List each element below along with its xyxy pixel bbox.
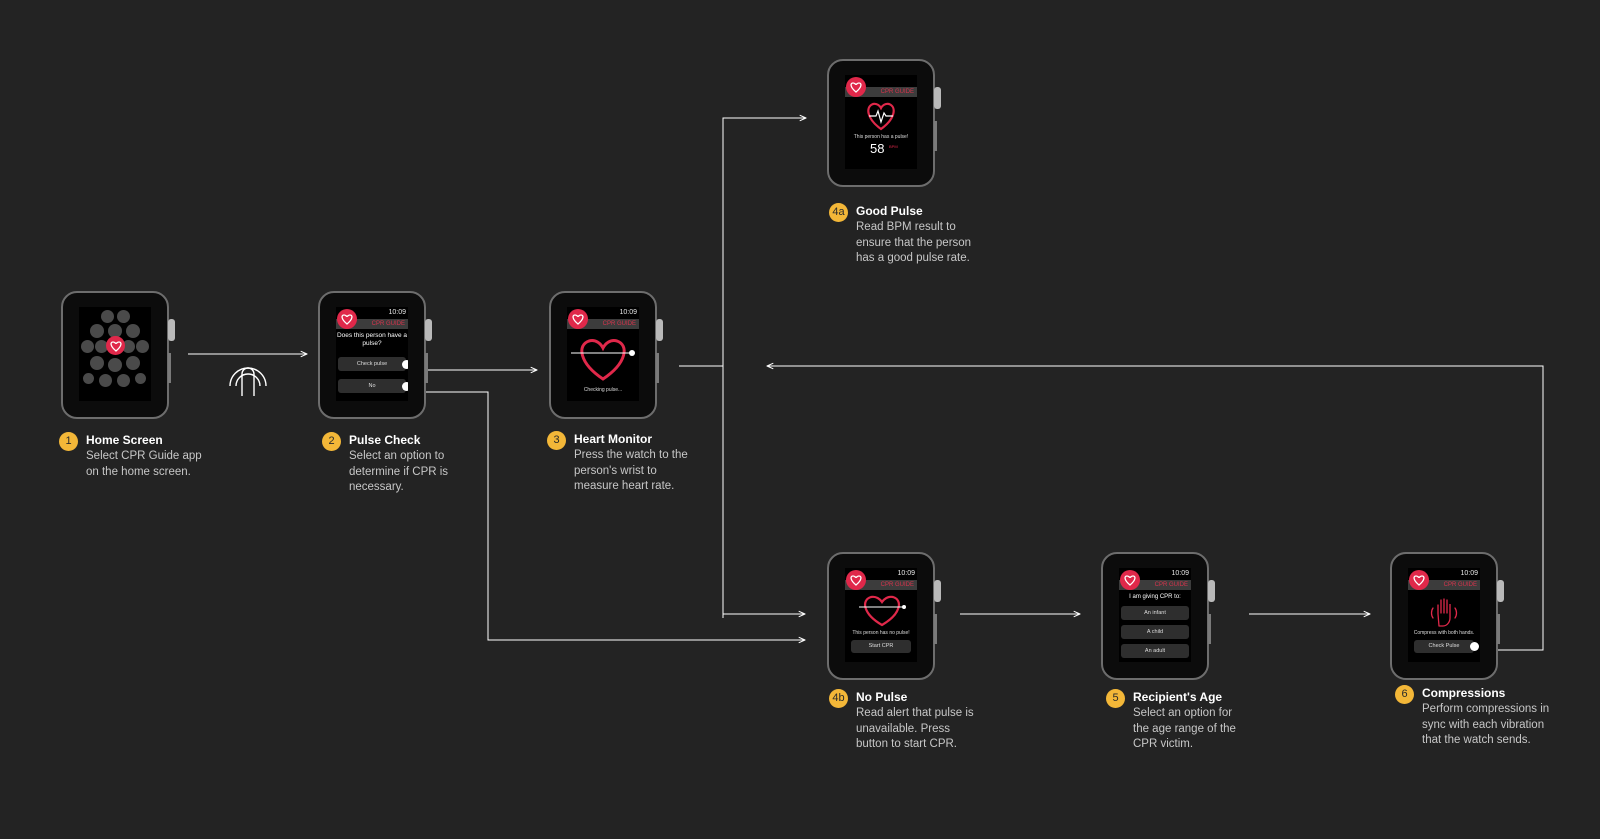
- heart-stethoscope-icon: [846, 77, 866, 97]
- step-description: Read alert that pulse is unavailable. Pr…: [856, 707, 974, 750]
- step-title: Home Screen: [86, 433, 163, 447]
- arrow-monitor-to-good-pulse: [722, 118, 806, 618]
- app-title-bar: CPR GUIDE: [845, 87, 917, 97]
- heart-outline-icon: [859, 595, 906, 627]
- step-badge: 4a: [829, 203, 848, 222]
- step-description: Select an option for the age range of th…: [1133, 707, 1236, 750]
- heart-stethoscope-icon: [846, 570, 866, 590]
- app-title-bar: CPR GUIDE: [1408, 580, 1480, 590]
- watch-no-pulse: CPR GUIDE 10:09 This person has no pulse…: [827, 552, 947, 680]
- no-pulse-message: This person has no pulse!: [852, 630, 910, 636]
- clock: 10:09: [388, 309, 406, 316]
- app-title-bar: CPR GUIDE: [567, 319, 639, 329]
- tap-indicator-dot: [1470, 642, 1479, 651]
- watch-heart-monitor: CPR GUIDE 10:09 Checking pulse...: [549, 291, 669, 419]
- step-description: Select CPR Guide app on the home screen.: [86, 450, 202, 478]
- watch-compressions: CPR GUIDE 10:09 Compress with both hands…: [1390, 552, 1510, 680]
- start-cpr-button[interactable]: Start CPR: [851, 640, 911, 653]
- heart-stethoscope-icon: [1409, 570, 1429, 590]
- hand-vibration-icon: [1430, 598, 1458, 627]
- age-prompt: I am giving CPR to:: [1129, 594, 1181, 600]
- tap-indicator-dot: [402, 382, 408, 391]
- step-badge: 5: [1106, 689, 1125, 708]
- option-child-button[interactable]: A child: [1121, 625, 1189, 639]
- step-description: Perform compressions in sync with each v…: [1422, 703, 1550, 746]
- clock: 10:09: [897, 570, 915, 577]
- arrow-compressions-loop-back: [767, 366, 1544, 651]
- step-description: Press the watch to the person's wrist to…: [574, 449, 688, 492]
- checking-status: Checking pulse...: [583, 387, 623, 393]
- step-title: No Pulse: [856, 690, 908, 704]
- pulse-question: Does this person have a pulse?: [336, 332, 408, 347]
- clock: 10:09: [1171, 570, 1189, 577]
- step-title: Good Pulse: [856, 204, 923, 218]
- heart-stethoscope-icon: [568, 309, 588, 329]
- watch-home-screen: [61, 291, 181, 419]
- clock: 10:09: [619, 309, 637, 316]
- tap-indicator-dot: [402, 360, 408, 369]
- option-infant-button[interactable]: An infant: [1121, 606, 1189, 620]
- app-title-bar: CPR GUIDE: [1119, 580, 1191, 590]
- app-title-bar: CPR GUIDE: [845, 580, 917, 590]
- arrow-no-to-no-pulse: [412, 391, 805, 640]
- clock: 10:09: [1460, 570, 1478, 577]
- pulse-found-message: This person has a pulse!: [853, 134, 909, 140]
- heart-outline-icon: [571, 339, 635, 381]
- watch-pulse-check: CPR GUIDE 10:09 Does this person have a …: [318, 291, 438, 419]
- no-pulse-button[interactable]: No: [338, 379, 406, 393]
- cpr-guide-app-icon[interactable]: [106, 336, 125, 355]
- option-adult-button[interactable]: An adult: [1121, 644, 1189, 658]
- step-badge: 4b: [829, 689, 848, 708]
- step-title: Compressions: [1422, 686, 1506, 700]
- tap-gesture-icon: [229, 367, 267, 396]
- home-screen-grid: [79, 307, 151, 401]
- step-description: Read BPM result to ensure that the perso…: [856, 221, 972, 264]
- step-title: Pulse Check: [349, 433, 421, 447]
- bpm-value: 58: [870, 141, 885, 156]
- step-badge: 1: [59, 432, 78, 451]
- heart-stethoscope-icon: [1120, 570, 1140, 590]
- check-pulse-button[interactable]: Check pulse: [338, 357, 406, 371]
- step-badge: 6: [1395, 685, 1414, 704]
- compress-instruction: Compress with both hands.: [1413, 630, 1475, 636]
- step-badge: 3: [547, 431, 566, 450]
- heart-ekg-icon: [867, 102, 895, 131]
- step-description: Select an option to determine if CPR is …: [349, 450, 449, 493]
- step-title: Recipient's Age: [1133, 690, 1223, 704]
- check-pulse-button[interactable]: Check Pulse: [1414, 640, 1474, 653]
- step-badge: 2: [322, 432, 341, 451]
- bpm-unit: BPM: [889, 144, 898, 149]
- watch-recipient-age: CPR GUIDE 10:09 I am giving CPR to: An i…: [1101, 552, 1221, 680]
- step-title: Heart Monitor: [574, 432, 652, 446]
- app-title-bar: CPR GUIDE: [336, 319, 408, 329]
- heart-stethoscope-icon: [337, 309, 357, 329]
- watch-good-pulse: CPR GUIDE This person has a pulse! 58 BP…: [827, 59, 947, 187]
